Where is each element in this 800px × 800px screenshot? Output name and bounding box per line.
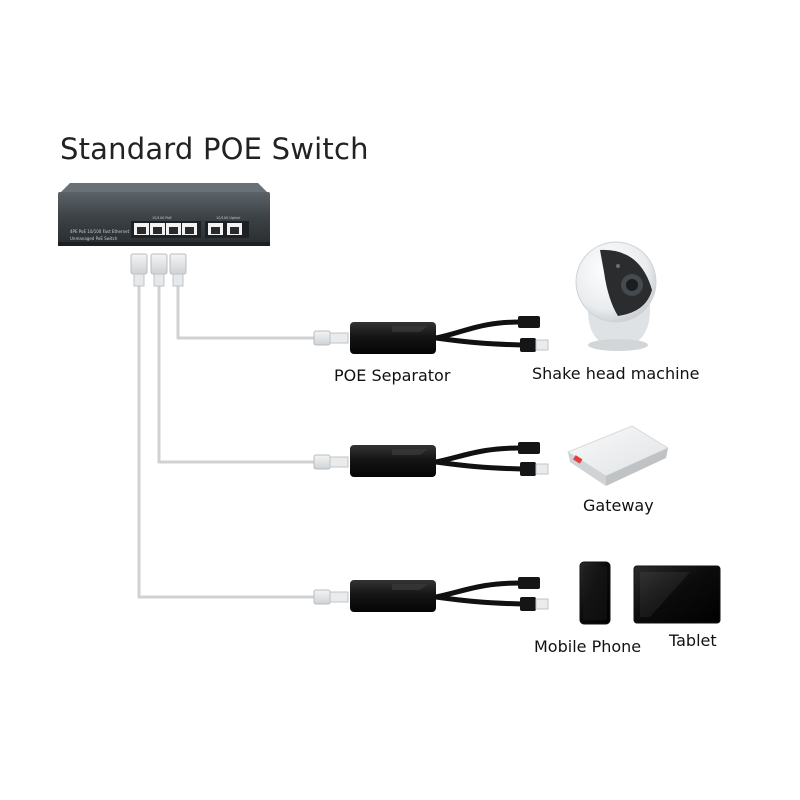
switch-panel-text-2: Unmanaged PoE Switch bbox=[70, 236, 118, 241]
camera-label: Shake head machine bbox=[532, 364, 700, 383]
mobile-phone-icon bbox=[579, 561, 611, 625]
poe-separator-1 bbox=[313, 316, 549, 354]
camera-icon bbox=[575, 241, 657, 351]
cable-3 bbox=[137, 283, 320, 599]
switch-plug-1 bbox=[130, 253, 148, 287]
switch-plugs bbox=[130, 253, 187, 287]
mobile-phone-label: Mobile Phone bbox=[534, 637, 642, 656]
uplink-ports bbox=[205, 221, 249, 238]
poe-switch: 4PE PoE 10/100 Fast Ethernet Unmanaged P… bbox=[58, 183, 270, 246]
tablet-icon bbox=[633, 565, 721, 624]
cable-1 bbox=[176, 283, 320, 340]
poe-separator-2 bbox=[313, 442, 549, 477]
gateway-icon bbox=[566, 425, 670, 486]
poe-ports-label: 10/100 PoE bbox=[152, 216, 172, 220]
tablet-label: Tablet bbox=[669, 631, 717, 650]
switch-panel-text-1: 4PE PoE 10/100 Fast Ethernet bbox=[70, 229, 130, 234]
poe-separator-label: POE Separator bbox=[334, 366, 451, 385]
uplink-ports-label: 10/100 Uplink bbox=[216, 216, 241, 220]
ethernet-cables bbox=[137, 283, 320, 599]
poe-ports bbox=[131, 221, 201, 238]
poe-separator-3 bbox=[313, 577, 549, 612]
diagram-title: Standard POE Switch bbox=[60, 132, 369, 166]
switch-plug-3 bbox=[169, 253, 187, 287]
cable-2 bbox=[157, 283, 320, 464]
switch-plug-2 bbox=[150, 253, 168, 287]
gateway-label: Gateway bbox=[583, 496, 654, 515]
